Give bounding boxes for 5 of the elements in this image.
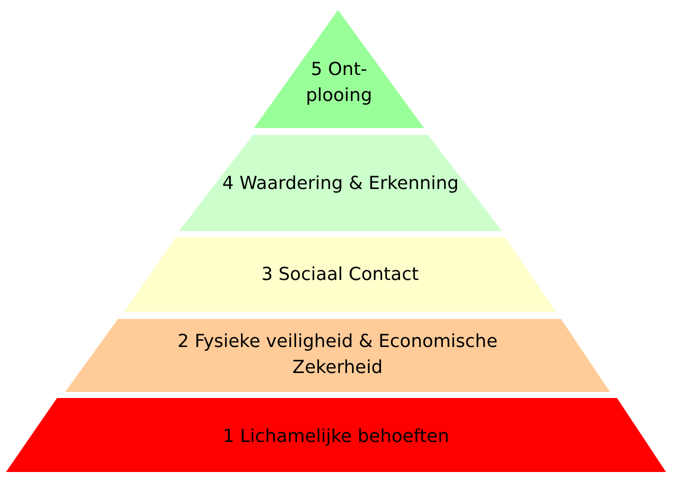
tier-label: 4 Waardering & Erkenning [221, 172, 460, 196]
tier-label: 2 Fysieke veiligheid & Economische Zekerheid [176, 330, 499, 380]
tier-label: 5 Ont- plooing [304, 58, 374, 108]
tier-label: 3 Sociaal Contact [260, 263, 420, 287]
tier-label: 1 Lichamelijke behoeften [222, 425, 450, 449]
